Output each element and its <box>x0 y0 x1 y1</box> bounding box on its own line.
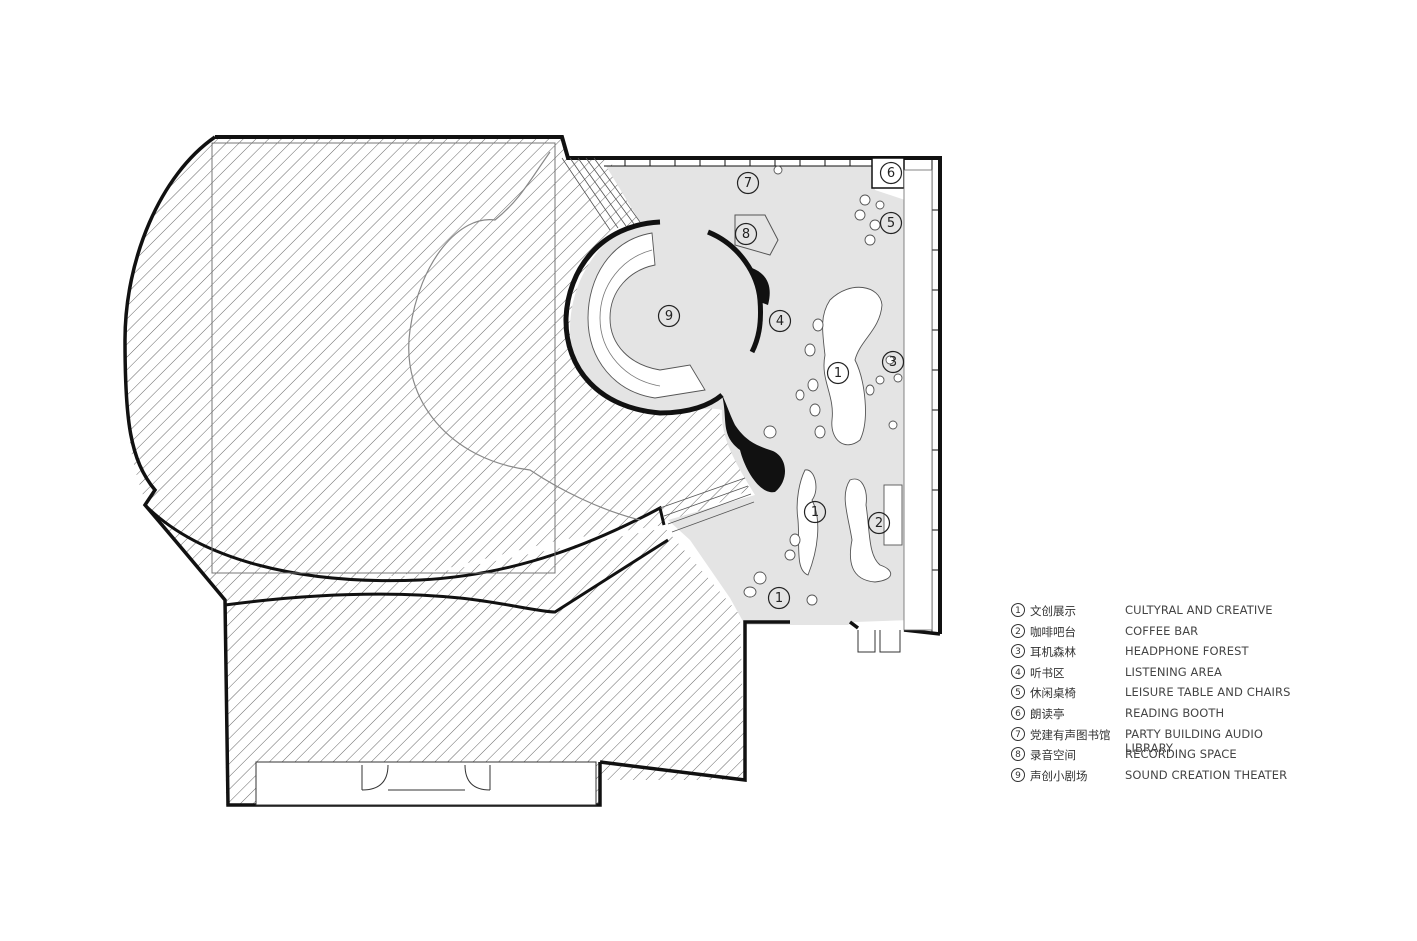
legend-number: 7 <box>1011 726 1025 741</box>
plan-marker-1: 1 <box>767 586 791 610</box>
plan-marker-label: 5 <box>887 216 895 231</box>
plan-marker-7: 7 <box>736 171 760 195</box>
legend-number: 4 <box>1011 664 1025 679</box>
legend-number: 8 <box>1011 747 1025 762</box>
plan-marker-label: 4 <box>776 314 784 329</box>
legend-number: 3 <box>1011 644 1025 659</box>
plan-marker-label: 9 <box>665 309 673 324</box>
plan-marker-4: 4 <box>768 309 792 333</box>
legend-item: 2 咖啡吧台 COFFEE BAR <box>1011 622 1311 643</box>
legend-item: 9 声创小剧场 SOUND CREATION THEATER <box>1011 766 1311 787</box>
legend-number: 6 <box>1011 705 1025 720</box>
listening-pod <box>752 268 770 305</box>
legend-label-en: SOUND CREATION THEATER <box>1125 767 1288 782</box>
legend-label-en: PARTY BUILDING AUDIO LIBRARY <box>1125 726 1264 755</box>
legend-label-zh: 文创展示 <box>1030 604 1076 618</box>
legend-item: 4 听书区 LISTENING AREA <box>1011 663 1311 684</box>
plan-marker-label: 1 <box>811 505 819 520</box>
legend-item: 7 党建有声图书馆 PARTY BUILDING AUDIO LIBRARY <box>1011 725 1311 755</box>
plan-marker-6: 6 <box>879 161 903 185</box>
plan-marker-1: 1 <box>826 361 850 385</box>
south-east-wall <box>599 620 941 782</box>
plan-marker-label: 3 <box>889 355 897 370</box>
legend-label-en: LISTENING AREA <box>1125 664 1222 679</box>
north-window-strip <box>604 158 872 167</box>
east-shelving <box>903 169 933 631</box>
legend-label-zh: 休闲桌椅 <box>1030 686 1076 701</box>
theater-seating <box>587 232 706 399</box>
legend-label-zh: 声创小剧场 <box>1030 768 1088 783</box>
legend-label-en: READING BOOTH <box>1125 705 1225 720</box>
legend-number: 5 <box>1011 685 1025 700</box>
plan-marker-1: 1 <box>803 500 827 524</box>
plan-marker-label: 8 <box>742 227 750 242</box>
exhibit-islands <box>743 165 903 606</box>
plan-marker-label: 1 <box>834 366 842 381</box>
plan-marker-5: 5 <box>879 211 903 235</box>
legend-number: 1 <box>1011 603 1025 617</box>
legend: 1 文创展示 CULTYRAL AND CREATIVE 2 咖啡吧台 COFF… <box>1011 601 1311 786</box>
legend-label-en: RECORDING SPACE <box>1125 747 1237 762</box>
legend-item: 1 文创展示 CULTYRAL AND CREATIVE <box>1011 601 1311 622</box>
floor-area <box>570 166 912 625</box>
stage-outline <box>408 151 641 521</box>
legend-label-en: COFFEE BAR <box>1125 623 1199 638</box>
inner-outline <box>211 142 556 574</box>
south-entrance <box>255 761 597 806</box>
plan-marker-label: 7 <box>744 176 752 191</box>
west-curved-wall <box>123 135 602 807</box>
plan-marker-label: 2 <box>875 516 883 531</box>
outer-wall <box>215 135 942 634</box>
legend-label-en: LEISURE TABLE AND CHAIRS <box>1125 685 1291 700</box>
legend-label-en: CULTYRAL AND CREATIVE <box>1125 603 1273 617</box>
plan-marker-9: 9 <box>657 304 681 328</box>
legend-label-zh: 耳机森林 <box>1030 645 1076 660</box>
legend-label-en: HEADPHONE FOREST <box>1125 644 1249 659</box>
legend-label-zh: 咖啡吧台 <box>1030 624 1076 639</box>
legend-item: 3 耳机森林 HEADPHONE FOREST <box>1011 642 1311 663</box>
plan-marker-2: 2 <box>867 511 891 535</box>
legend-number: 2 <box>1011 623 1025 638</box>
legend-label-zh: 听书区 <box>1030 665 1065 680</box>
legend-item: 5 休闲桌椅 LEISURE TABLE AND CHAIRS <box>1011 683 1311 704</box>
interior-curve-upper <box>143 503 666 583</box>
plan-marker-8: 8 <box>734 222 758 246</box>
legend-number: 9 <box>1011 767 1025 782</box>
east-entrance-door <box>857 630 901 653</box>
legend-item: 8 录音空间 RECORDING SPACE <box>1011 745 1311 766</box>
sculpture-black <box>722 395 786 493</box>
hatched-area-south <box>225 528 745 805</box>
plan-marker-label: 6 <box>887 166 895 181</box>
theater-seating-rows <box>599 249 661 387</box>
plan-markers: 1 1 1 2 3 4 5 6 7 8 9 <box>657 161 905 610</box>
theater-outer-wall <box>563 219 724 416</box>
steps-south <box>659 477 755 533</box>
recording-booth <box>734 214 779 256</box>
legend-label-zh: 录音空间 <box>1030 748 1076 763</box>
plan-marker-label: 1 <box>775 591 783 606</box>
legend-item: 6 朗读亭 READING BOOTH <box>1011 704 1311 725</box>
steps-north <box>561 157 641 231</box>
legend-label-zh: 朗读亭 <box>1030 706 1065 721</box>
interior-curve-lower <box>224 538 669 614</box>
plan-marker-3: 3 <box>881 350 905 374</box>
legend-label-zh: 党建有声图书馆 <box>1030 727 1111 742</box>
